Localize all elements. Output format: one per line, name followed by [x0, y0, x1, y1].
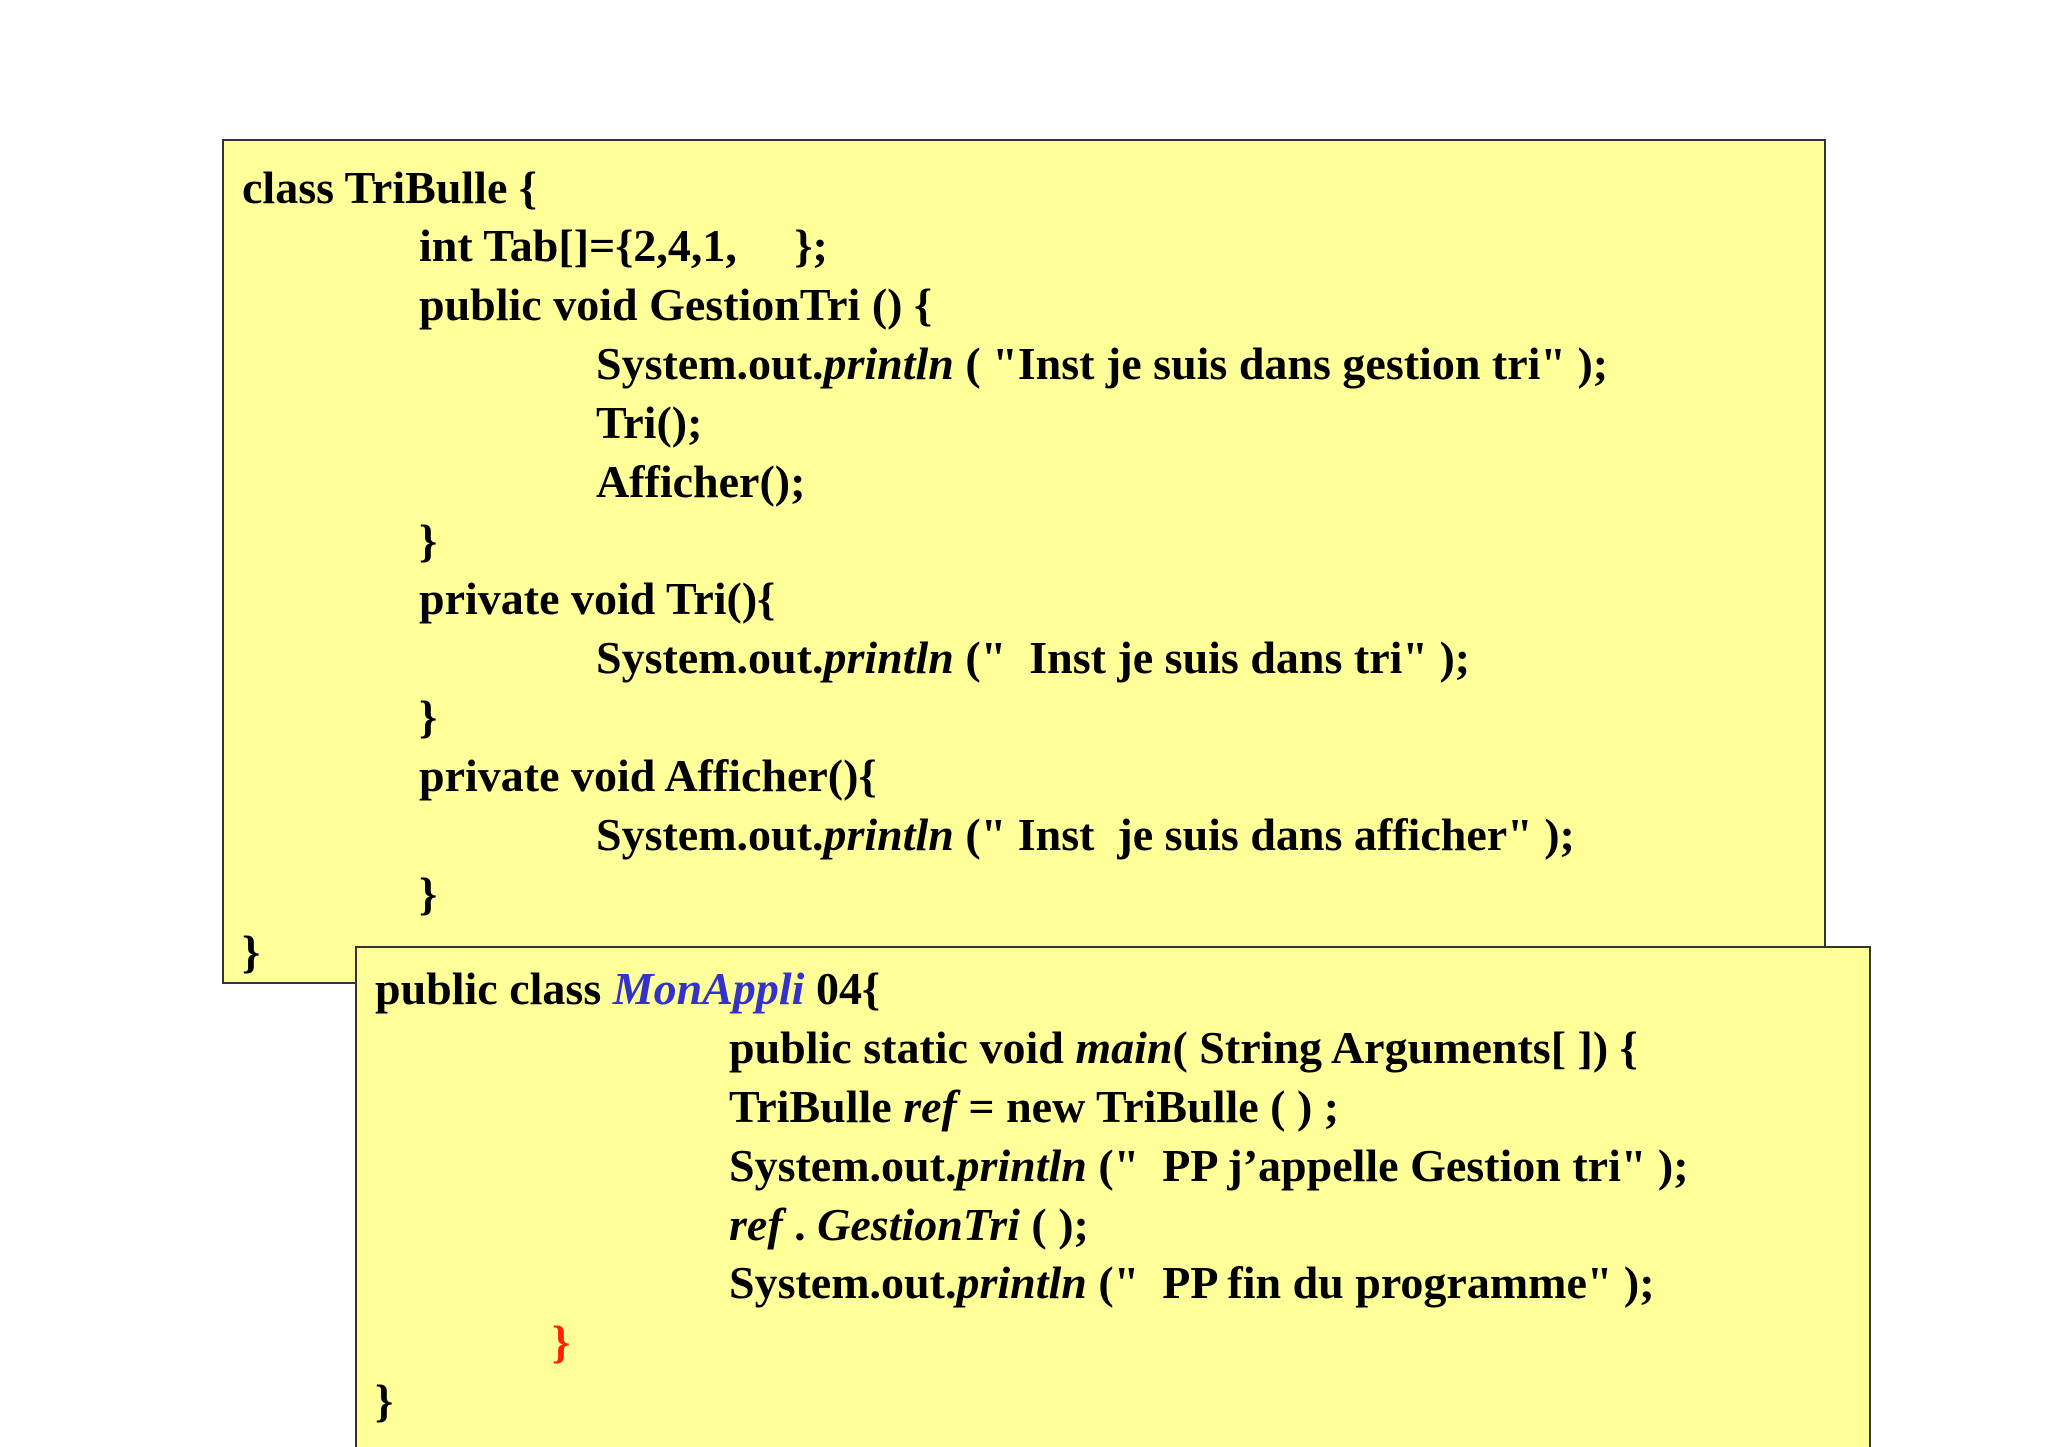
code-line-closing-brace: }: [419, 515, 438, 566]
code-line-array-field: int Tab[]={2,4,1, };: [419, 220, 828, 271]
code-line-main-closing-brace: }: [552, 1316, 571, 1367]
code-box-monappli: public class MonAppli 04{ public static …: [355, 946, 1871, 1447]
code-line-main-println-fin: System.out.println (" PP fin du programm…: [729, 1257, 1655, 1308]
code-line-afficher-signature: private void Afficher(){: [419, 750, 877, 801]
code-line-main-println-gestion: System.out.println (" PP j’appelle Gesti…: [729, 1140, 1689, 1191]
code-line-monappli-closing-brace: }: [375, 1375, 394, 1426]
code-line-closing-brace: }: [419, 691, 438, 742]
code-line-gestiontri-println: System.out.println ( "Inst je suis dans …: [596, 338, 1609, 389]
code-line-tri-call: Tri();: [596, 397, 703, 448]
code-line-class-closing-brace: }: [242, 926, 261, 977]
code-line-tri-signature: private void Tri(){: [419, 573, 776, 624]
code-line-afficher-call: Afficher();: [596, 456, 806, 507]
code-line-new-tribulle: TriBulle ref = new TriBulle ( ) ;: [729, 1081, 1340, 1132]
code-line-gestiontri-signature: public void GestionTri () {: [419, 279, 933, 330]
code-line-monappli-declaration: public class MonAppli 04{: [375, 963, 881, 1014]
code-line-gestiontri-call: ref . GestionTri ( );: [729, 1199, 1089, 1250]
code-box-tribulle: class TriBulle { int Tab[]={2,4,1, }; pu…: [222, 139, 1826, 984]
code-line-tri-println: System.out.println (" Inst je suis dans …: [596, 632, 1471, 683]
code-line-class-declaration: class TriBulle {: [242, 162, 538, 213]
code-line-main-signature: public static void main( String Argument…: [729, 1022, 1638, 1073]
code-line-closing-brace: }: [419, 868, 438, 919]
code-line-afficher-println: System.out.println (" Inst je suis dans …: [596, 809, 1575, 860]
